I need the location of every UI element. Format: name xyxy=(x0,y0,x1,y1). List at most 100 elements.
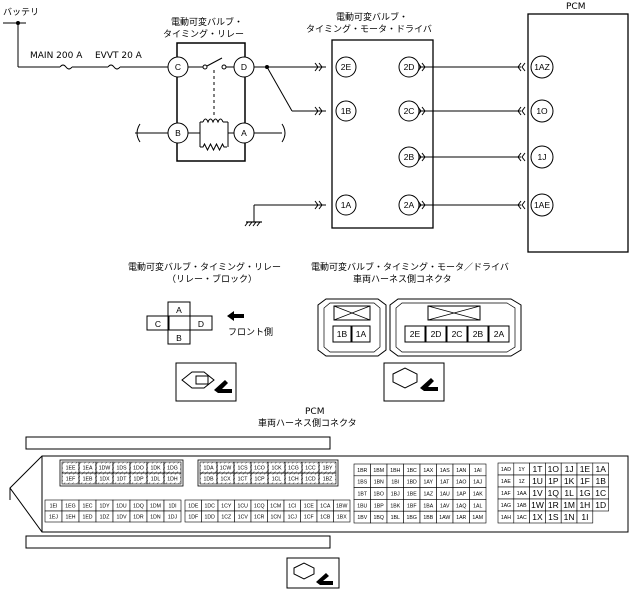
pcm-conn-pin-1ee: 1EE xyxy=(66,466,76,472)
pcm-conn-pin-1cr: 1CR xyxy=(254,515,265,521)
pcm-conn-pin-1y: 1Y xyxy=(519,467,526,473)
pcm-conn-pin-1di: 1DI xyxy=(168,504,176,510)
pcm-conn-pin-1an: 1AN xyxy=(456,468,466,474)
pcm-conn-pin-1w: 1W xyxy=(531,500,544,510)
relay-terminal-b: B xyxy=(175,128,181,138)
pcm-conn-pin-1dk: 1DK xyxy=(150,466,161,472)
pcm-conn-pin-1au: 1AU xyxy=(440,492,450,498)
pcm-conn-pin-1bj: 1BJ xyxy=(391,492,400,498)
relay-cross-b: B xyxy=(176,333,182,343)
pcm-conn-pin-1cn: 1CN xyxy=(271,515,282,521)
pcm-conn-pin-1dn: 1DN xyxy=(150,515,161,521)
front-side-label: フロント側 xyxy=(228,326,273,338)
pcm-conn-pin-1cz: 1CZ xyxy=(221,515,231,521)
pcm-conn-pin-1ac: 1AC xyxy=(517,515,527,521)
pcm-conn-pin-1cj: 1CJ xyxy=(288,515,298,521)
battery-label: バッテリ xyxy=(3,7,39,18)
pcm-conn-pin-1dh: 1DH xyxy=(167,477,178,483)
pcm-conn-pin-1dl: 1DL xyxy=(151,477,161,483)
pcm-conn-label-2: 車両ハーネス側コネクタ xyxy=(258,417,357,429)
motor-pin-2d: 2D xyxy=(404,62,415,72)
pcm-conn-body xyxy=(9,455,629,533)
pcm-conn-pin-1ce: 1CE xyxy=(304,504,315,510)
pcm-conn-pin-1dr: 1DR xyxy=(133,515,144,521)
main-fuse-label: MAIN 200 A xyxy=(30,51,83,61)
pcm-conn-pin-1cf: 1CF xyxy=(304,515,314,521)
pcm-conn-top-latch xyxy=(25,436,331,450)
pcm-pin-1j: 1J xyxy=(538,152,547,162)
pcm-conn-pin-1ej: 1EJ xyxy=(49,515,58,521)
pcm-conn-pin-1i: 1I xyxy=(581,512,588,522)
pcm-conn-pin-1al: 1AL xyxy=(473,503,482,509)
pcm-conn-pin-1db: 1DB xyxy=(203,477,214,483)
relay-terminal-d: D xyxy=(241,62,247,72)
pcm-pin-1j-circle xyxy=(530,145,554,169)
pcm-conn-pin-1ds: 1DS xyxy=(116,466,127,472)
pcm-conn-pin-1aw: 1AW xyxy=(439,515,450,521)
pcm-conn-pin-1j: 1J xyxy=(565,464,574,474)
motor-pin-1b: 1B xyxy=(341,106,352,116)
pcm-conn-pin-1cv: 1CV xyxy=(238,515,249,521)
pcm-conn-pin-1as: 1AS xyxy=(440,468,450,474)
pcm-pin-1az: 1AZ xyxy=(534,62,550,72)
relay-switch xyxy=(187,57,236,118)
pcm-conn-pin-1ch: 1CH xyxy=(288,477,299,483)
pcm-conn-pin-1p: 1P xyxy=(548,476,559,486)
pcm-conn-pin-1ap: 1AP xyxy=(456,492,466,498)
pcm-conn-pin-1bk: 1BK xyxy=(390,503,400,509)
pcm-conn-label-1: PCM xyxy=(305,407,324,417)
motor-conn-label-2: 車両ハーネス側コネクタ xyxy=(353,273,452,285)
pcm-conn-pin-1ar: 1AR xyxy=(456,515,466,521)
pcm-conn-pin-1ei: 1EI xyxy=(50,504,58,510)
pcm-conn-pin-1ck: 1CK xyxy=(271,466,282,472)
pcm-conn-pin-1cl: 1CL xyxy=(272,477,282,483)
pcm-conn-pin-1be: 1BE xyxy=(407,492,417,498)
pcm-conn-pin-1da: 1DA xyxy=(203,466,214,472)
pcm-conn-pin-1d: 1D xyxy=(595,500,606,510)
pcm-conn-pin-1dz: 1DZ xyxy=(100,515,110,521)
pcm-conn-pin-1av: 1AV xyxy=(440,503,450,509)
pcm-conn-pin-1x: 1X xyxy=(532,512,543,522)
pcm-conn-pin-1dp: 1DP xyxy=(133,477,144,483)
pcm-conn-pin-1cb: 1CB xyxy=(320,515,331,521)
pcm-conn-pin-1df: 1DF xyxy=(188,515,198,521)
relay-cross-diagram: A C D B xyxy=(146,301,213,345)
relay-terminals: C D B A xyxy=(167,56,255,144)
pcm-conn-pin-1n: 1N xyxy=(564,512,575,522)
pcm-conn-pin-1dj: 1DJ xyxy=(168,515,178,521)
pcm-conn-pin-1cu: 1CU xyxy=(238,504,249,510)
motor-pin-2e: 2E xyxy=(341,62,352,72)
pcm-conn-pin-1bd: 1BD xyxy=(407,480,417,486)
pcm-conn-pin-1br: 1BR xyxy=(357,468,367,474)
pcm-conn-pin-1dg: 1DG xyxy=(167,466,178,472)
relay-block-label-1: 電動可変バルブ・タイミング・リレー xyxy=(128,261,281,273)
pcm-conn-pin-1q: 1Q xyxy=(548,488,560,498)
pcm-conn-pin-1bh: 1BH xyxy=(390,468,400,474)
pcm-conn-pin-1aq: 1AQ xyxy=(456,503,466,509)
motor-pin-2a: 2A xyxy=(404,200,415,210)
pcm-conn-pin-1dv: 1DV xyxy=(116,515,127,521)
pcm-conn-pin-1ad: 1AD xyxy=(501,467,511,473)
pcm-conn-pin-1ag: 1AG xyxy=(501,503,511,509)
pcm-conn-pin-1bs: 1BS xyxy=(357,480,367,486)
pcm-conn-pin-1cd: 1CD xyxy=(305,477,316,483)
pcm-conn-pin-1m: 1M xyxy=(563,500,575,510)
pcm-conn-pin-1s: 1S xyxy=(548,512,559,522)
pcm-conn-pin-1dt: 1DT xyxy=(117,477,128,483)
pcm-conn-pin-1ab: 1AB xyxy=(517,503,527,509)
motor-large-pin-2e: 2E xyxy=(410,329,421,339)
pcm-conn-pin-1bu: 1BU xyxy=(357,503,367,509)
pcm-conn-pin-1ca: 1CA xyxy=(320,504,331,510)
pcm-conn-pin-1u: 1U xyxy=(532,476,543,486)
pcm-conn-pin-1aj: 1AJ xyxy=(473,480,482,486)
pcm-conn-pin-1bq: 1BQ xyxy=(374,515,384,521)
pcm-conn-pin-1h: 1H xyxy=(579,500,590,510)
pcm-connector-icon xyxy=(286,557,340,589)
pcm-conn-pin-1bc: 1BC xyxy=(407,468,417,474)
pcm-conn-pin-1cp: 1CP xyxy=(254,477,265,483)
pcm-conn-pin-1de: 1DE xyxy=(188,504,199,510)
